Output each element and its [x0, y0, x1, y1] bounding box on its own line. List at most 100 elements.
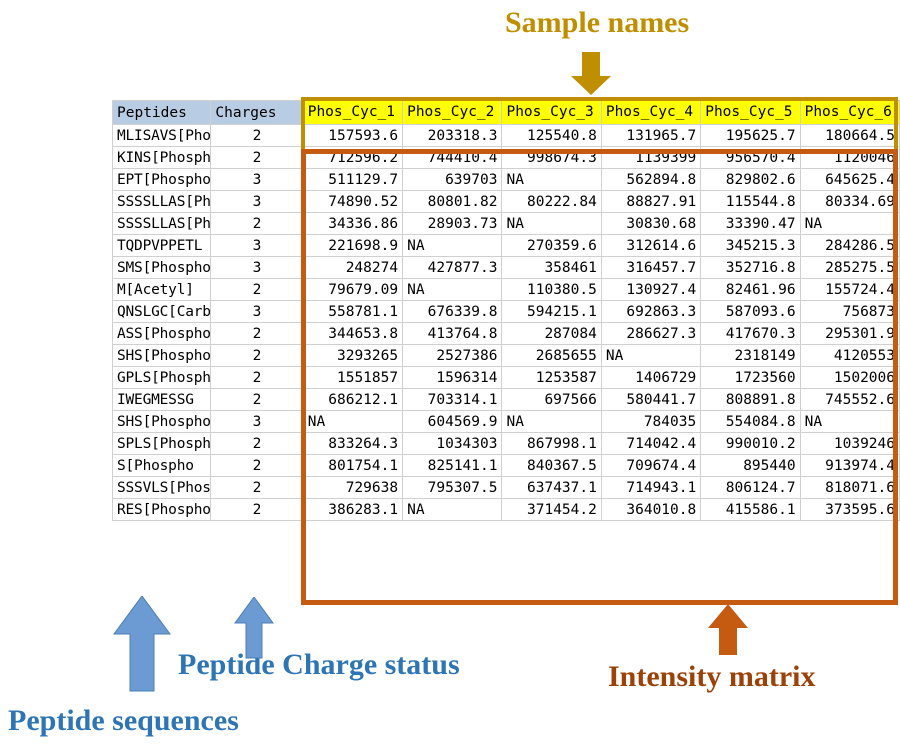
cell-intensity[interactable]: 998674.3	[501, 146, 602, 170]
cell-intensity[interactable]: 676339.8	[402, 300, 503, 324]
cell-peptide[interactable]: QNSLGC[Carbamid	[111, 300, 212, 324]
cell-intensity[interactable]: 80801.82	[402, 190, 503, 214]
peptide-intensity-table[interactable]: Peptides Charges Phos_Cyc_1 Phos_Cyc_2 P…	[111, 99, 900, 522]
cell-intensity[interactable]: 692863.3	[600, 300, 702, 324]
cell-intensity[interactable]: 74890.52	[302, 190, 404, 214]
column-header-peptides[interactable]: Peptides	[111, 99, 212, 126]
cell-intensity[interactable]: 1502006	[799, 366, 900, 390]
cell-intensity[interactable]: 180664.5	[799, 124, 900, 148]
cell-intensity[interactable]: NA	[402, 498, 503, 522]
cell-charge[interactable]: 3	[210, 190, 304, 214]
cell-peptide[interactable]: SSSSLLAS[Phospho	[111, 190, 212, 214]
cell-intensity[interactable]: 744410.4	[402, 146, 503, 170]
cell-intensity[interactable]: NA	[302, 410, 404, 434]
cell-peptide[interactable]: IWEGMESSG	[111, 388, 212, 412]
cell-intensity[interactable]: 554084.8	[700, 410, 801, 434]
cell-intensity[interactable]: 427877.3	[402, 256, 503, 280]
cell-intensity[interactable]: 829802.6	[700, 168, 801, 192]
cell-intensity[interactable]: 511129.7	[302, 168, 404, 192]
cell-intensity[interactable]: 286627.3	[600, 322, 702, 346]
column-header-sample-4[interactable]: Phos_Cyc_4	[600, 99, 702, 126]
cell-intensity[interactable]: 386283.1	[302, 498, 404, 522]
cell-intensity[interactable]: 344653.8	[302, 322, 404, 346]
cell-peptide[interactable]: SPLS[Phospho	[111, 432, 212, 456]
cell-intensity[interactable]: 285275.5	[799, 256, 900, 280]
cell-intensity[interactable]: 1723560	[700, 366, 801, 390]
cell-intensity[interactable]: 697566	[501, 388, 602, 412]
cell-intensity[interactable]: 990010.2	[700, 432, 801, 456]
cell-intensity[interactable]: 913974.4	[799, 454, 900, 478]
table-row[interactable]: MLISAVS[Phospho2157593.6203318.3125540.8…	[111, 124, 900, 148]
cell-intensity[interactable]: 417670.3	[700, 322, 801, 346]
cell-intensity[interactable]: 709674.4	[600, 454, 702, 478]
column-header-sample-5[interactable]: Phos_Cyc_5	[700, 99, 801, 126]
cell-peptide[interactable]: M[Acetyl]	[111, 278, 212, 302]
cell-intensity[interactable]: 784035	[600, 410, 702, 434]
cell-peptide[interactable]: RES[Phospho	[111, 498, 212, 522]
cell-peptide[interactable]: S[Phospho	[111, 454, 212, 478]
cell-intensity[interactable]: NA	[501, 212, 602, 236]
cell-intensity[interactable]: 2318149	[700, 344, 801, 368]
cell-intensity[interactable]: 130927.4	[600, 278, 702, 302]
cell-intensity[interactable]: 712596.2	[302, 146, 404, 170]
cell-intensity[interactable]: 79679.09	[302, 278, 404, 302]
cell-intensity[interactable]: 373595.6	[799, 498, 900, 522]
cell-intensity[interactable]: 2685655	[501, 344, 602, 368]
cell-intensity[interactable]: 686212.1	[302, 388, 404, 412]
cell-intensity[interactable]: 1139399	[600, 146, 702, 170]
cell-intensity[interactable]: 125540.8	[501, 124, 602, 148]
cell-peptide[interactable]: SMS[Phospho	[111, 256, 212, 280]
cell-intensity[interactable]: 30830.68	[600, 212, 702, 236]
cell-intensity[interactable]: 110380.5	[501, 278, 602, 302]
cell-intensity[interactable]: NA	[799, 410, 900, 434]
cell-intensity[interactable]: 714943.1	[600, 476, 702, 500]
cell-charge[interactable]: 3	[210, 410, 304, 434]
cell-intensity[interactable]: 818071.6	[799, 476, 900, 500]
cell-intensity[interactable]: NA	[600, 344, 702, 368]
cell-intensity[interactable]: 203318.3	[402, 124, 503, 148]
cell-charge[interactable]: 2	[210, 344, 304, 368]
cell-intensity[interactable]: NA	[402, 234, 503, 258]
cell-intensity[interactable]: 587093.6	[700, 300, 801, 324]
cell-intensity[interactable]: 221698.9	[302, 234, 404, 258]
cell-intensity[interactable]: 195625.7	[700, 124, 801, 148]
cell-intensity[interactable]: 1039246	[799, 432, 900, 456]
table-row[interactable]: SSSVLS[Phospho2729638795307.5637437.1714…	[111, 476, 900, 500]
table-row[interactable]: QNSLGC[Carbamid3558781.1676339.8594215.1…	[111, 300, 900, 324]
cell-charge[interactable]: 2	[210, 212, 304, 236]
cell-charge[interactable]: 2	[210, 366, 304, 390]
cell-intensity[interactable]: 270359.6	[501, 234, 602, 258]
cell-intensity[interactable]: 352716.8	[700, 256, 801, 280]
cell-charge[interactable]: 3	[210, 256, 304, 280]
cell-intensity[interactable]: 594215.1	[501, 300, 602, 324]
column-header-sample-2[interactable]: Phos_Cyc_2	[402, 99, 503, 126]
cell-intensity[interactable]: 580441.7	[600, 388, 702, 412]
cell-intensity[interactable]: 82461.96	[700, 278, 801, 302]
cell-intensity[interactable]: 1253587	[501, 366, 602, 390]
cell-intensity[interactable]: 312614.6	[600, 234, 702, 258]
cell-intensity[interactable]: 867998.1	[501, 432, 602, 456]
cell-intensity[interactable]: 645625.4	[799, 168, 900, 192]
cell-intensity[interactable]: NA	[501, 168, 602, 192]
cell-charge[interactable]: 2	[210, 498, 304, 522]
column-header-charges[interactable]: Charges	[210, 99, 304, 126]
cell-peptide[interactable]: KINS[Phospho	[111, 146, 212, 170]
cell-intensity[interactable]: 413764.8	[402, 322, 503, 346]
cell-charge[interactable]: 2	[210, 476, 304, 500]
cell-intensity[interactable]: 3293265	[302, 344, 404, 368]
cell-intensity[interactable]: 295301.9	[799, 322, 900, 346]
cell-intensity[interactable]: 80222.84	[501, 190, 602, 214]
table-row[interactable]: SSSSLLAS[Phospho234336.8628903.73NA30830…	[111, 212, 900, 236]
cell-peptide[interactable]: TQDPVPPETL	[111, 234, 212, 258]
cell-intensity[interactable]: 316457.7	[600, 256, 702, 280]
cell-peptide[interactable]: EPT[Phospho	[111, 168, 212, 192]
column-header-sample-6[interactable]: Phos_Cyc_6	[799, 99, 900, 126]
